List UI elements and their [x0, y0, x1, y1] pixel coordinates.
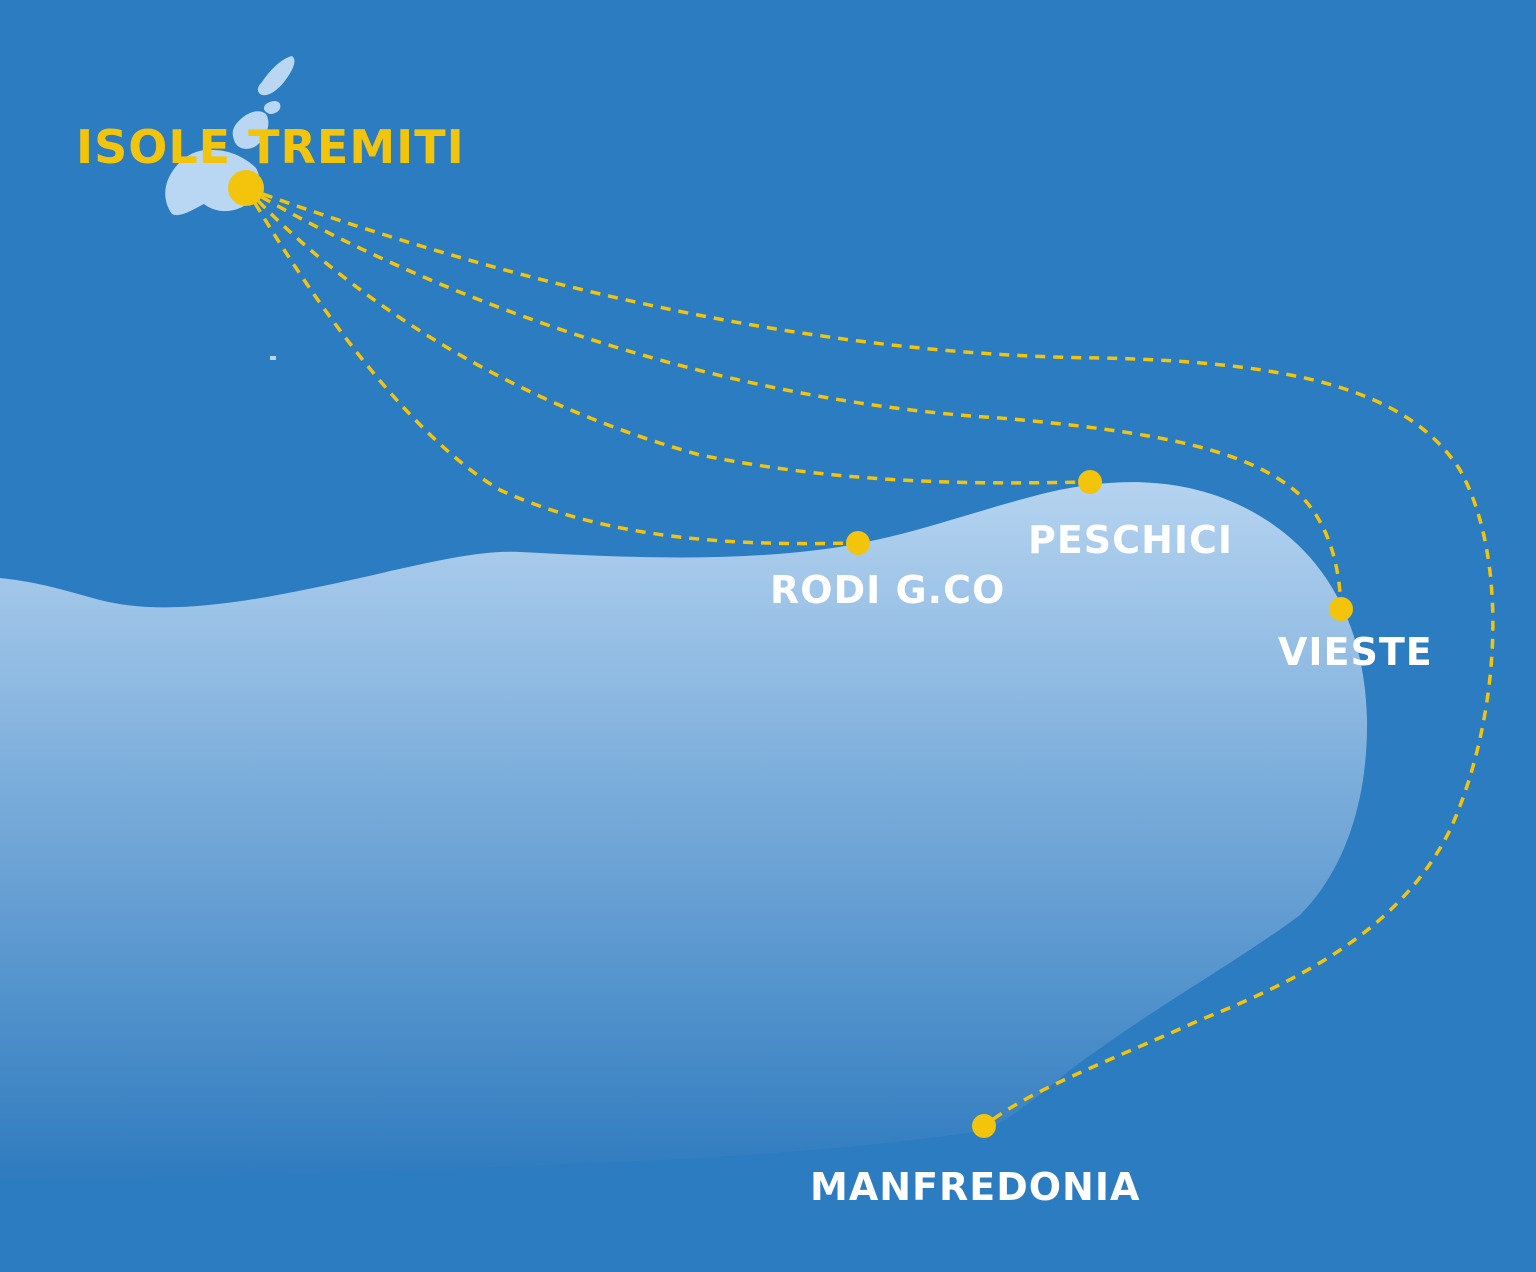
island-cretaccio — [263, 101, 281, 114]
port-label-rodi: RODI G.CO — [770, 568, 1006, 612]
island-san-nicola — [232, 111, 269, 149]
route-manfredonia — [245, 186, 1495, 1128]
routes-layer — [244, 186, 1495, 1128]
hub-marker[interactable] — [228, 170, 264, 206]
port-label-manfredonia: MANFREDONIA — [810, 1165, 1141, 1209]
port-marker-manfredonia[interactable] — [972, 1114, 996, 1138]
island-capraia — [257, 56, 295, 96]
port-label-peschici: PESCHICI — [1028, 518, 1234, 562]
port-marker-vieste[interactable] — [1329, 597, 1353, 621]
route-rodi — [244, 187, 859, 546]
port-marker-rodi[interactable] — [846, 531, 870, 555]
route-vieste — [245, 186, 1343, 610]
gargano-landmass — [0, 482, 1368, 1181]
route-peschici — [244, 186, 1091, 485]
port-label-vieste: VIESTE — [1278, 630, 1433, 674]
port-marker-peschici[interactable] — [1078, 470, 1102, 494]
island-pianosa — [270, 356, 276, 360]
hub-label: ISOLE TREMITI — [76, 120, 465, 174]
